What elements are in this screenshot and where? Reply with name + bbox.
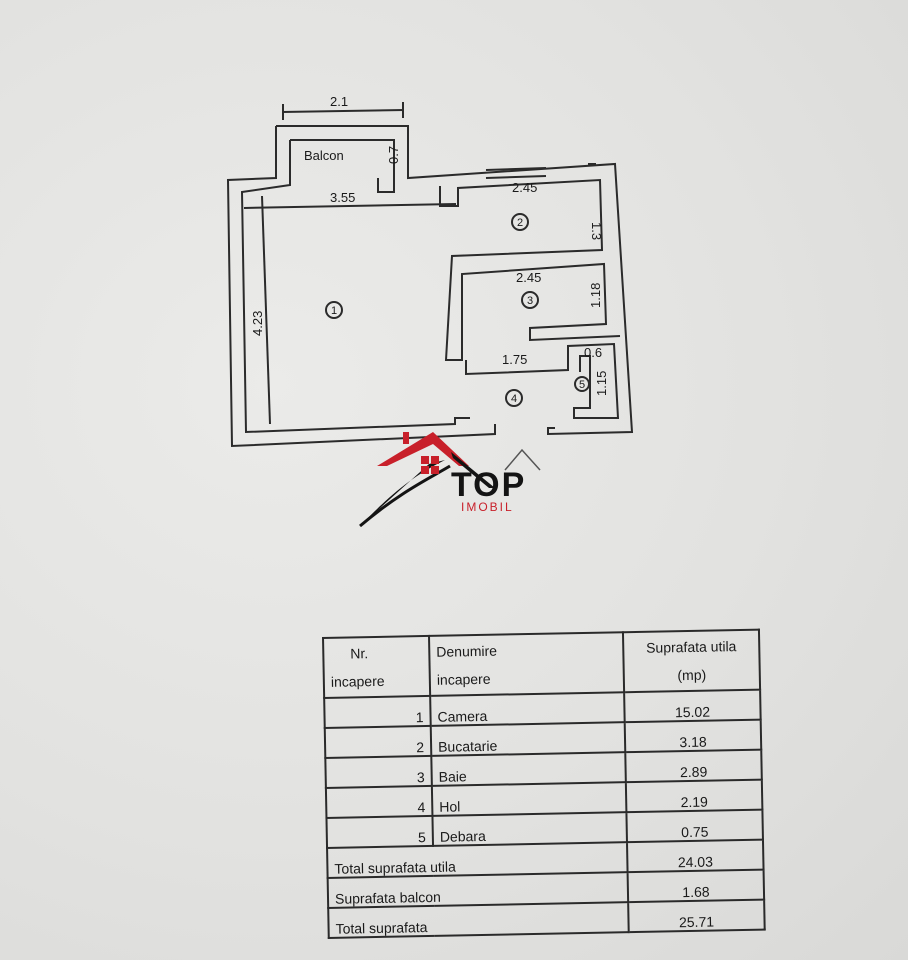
logo-window-icon (421, 456, 439, 474)
floor-plan: 2.1 Balcon 0.7 3.55 2.45 1.3 4.23 2.45 1… (226, 94, 634, 471)
row-area: 0.75 (626, 809, 763, 843)
dim-balcony-depth: 0.7 (386, 146, 401, 164)
room-marker-3 (521, 291, 539, 309)
area-table: Nr. incapere Denumire incapere Suprafata… (322, 629, 766, 939)
header-nr: Nr. incapere (323, 635, 431, 698)
row-area: 2.19 (625, 779, 763, 813)
row-name: Hol (431, 782, 627, 816)
row-nr: 1 (324, 695, 431, 728)
inner-wall (290, 139, 395, 193)
header-area-line1: Suprafata utila (645, 638, 737, 656)
table-header-row: Nr. incapere Denumire incapere Suprafata… (323, 629, 761, 698)
room-marker-1 (325, 301, 343, 319)
kitchen-wall (439, 178, 621, 361)
top-imobil-logo (359, 432, 495, 528)
logo-top-text: TOP (451, 466, 527, 504)
room-marker-5 (574, 376, 590, 392)
header-nr-line2: incapere (330, 672, 385, 690)
outer-wall (276, 125, 634, 436)
window-line (485, 175, 547, 179)
row-nr: 3 (325, 755, 432, 788)
header-name-line2: incapere (436, 670, 491, 688)
row-name: Baie (431, 752, 626, 786)
row-name: Camera (430, 692, 625, 726)
dim-storage-width: 0.6 (584, 345, 602, 360)
row-area: 3.18 (624, 719, 762, 753)
room-number-3: 3 (527, 295, 533, 307)
summary-label: Total suprafata (328, 902, 629, 938)
header-area: Suprafata utila (mp) (622, 629, 761, 693)
dim-storage-depth: 1.15 (594, 371, 609, 396)
hall-wall (465, 342, 620, 419)
row-area: 15.02 (624, 689, 761, 723)
logo-imobil-text: IMOBIL (461, 500, 514, 514)
room-marker-4 (505, 389, 523, 407)
dim-bath-width: 2.45 (516, 270, 541, 285)
room-number-1: 1 (331, 305, 337, 317)
dim-hall-width: 1.75 (502, 352, 527, 367)
wall-line (243, 203, 457, 209)
dim-balcony-width: 2.1 (330, 94, 348, 109)
dim-line (281, 109, 405, 113)
dim-bath-depth: 1.18 (588, 283, 603, 308)
header-nr-line1: Nr. (350, 645, 369, 662)
logo-roof-icon (377, 432, 469, 466)
room-number-2: 2 (517, 217, 523, 229)
row-nr: 4 (325, 785, 433, 818)
room-number-4: 4 (511, 393, 517, 405)
wall-line (261, 195, 271, 425)
row-area: 2.89 (625, 749, 762, 783)
window-line (485, 167, 547, 171)
dim-kitchen-width: 2.45 (512, 180, 537, 195)
summary-value: 1.68 (627, 869, 765, 903)
summary-value: 24.03 (626, 839, 764, 873)
header-name-line1: Denumire (436, 642, 498, 660)
row-nr: 2 (324, 725, 432, 758)
dim-room1-width: 3.55 (330, 190, 355, 205)
header-name: Denumire incapere (428, 632, 625, 696)
dim-room1-length: 4.23 (250, 311, 265, 336)
north-arrow-icon (504, 448, 541, 471)
balcony-label: Balcon (304, 148, 344, 163)
header-area-line2: (mp) (677, 666, 707, 684)
dim-kitchen-depth: 1.3 (589, 222, 604, 240)
room-number-5: 5 (579, 379, 585, 391)
inner-wall-2 (240, 140, 470, 434)
summary-value: 25.71 (628, 899, 765, 933)
row-name: Debara (432, 812, 627, 846)
row-nr: 5 (326, 815, 434, 848)
row-name: Bucatarie (430, 722, 626, 756)
outer-wall-left (226, 126, 496, 448)
room-marker-2 (511, 213, 529, 231)
